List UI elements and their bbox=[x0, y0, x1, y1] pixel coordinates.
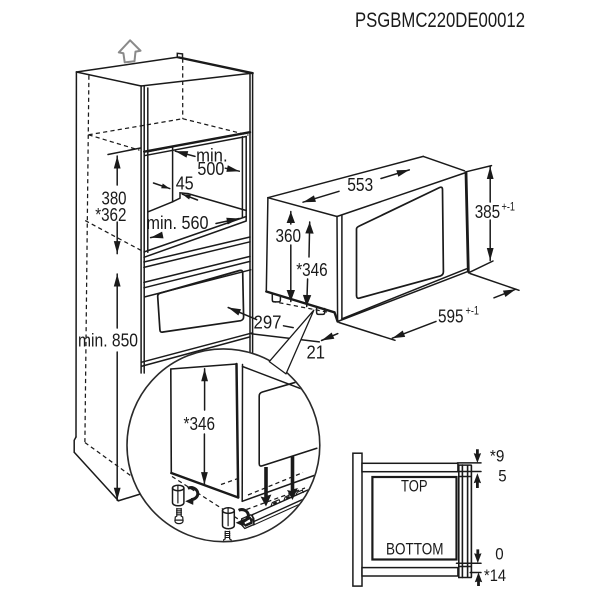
svg-text:5: 5 bbox=[498, 467, 506, 486]
svg-text:380: 380 bbox=[102, 189, 127, 209]
svg-text:595: 595 bbox=[438, 307, 464, 327]
svg-text:*9: *9 bbox=[490, 447, 505, 466]
svg-text:BOTTOM: BOTTOM bbox=[386, 541, 444, 559]
svg-text:360: 360 bbox=[276, 226, 302, 246]
svg-text:385: 385 bbox=[475, 202, 501, 222]
svg-text:*346: *346 bbox=[296, 260, 328, 280]
svg-text:500: 500 bbox=[197, 159, 224, 179]
svg-text:21: 21 bbox=[307, 343, 326, 363]
svg-text:min. 850: min. 850 bbox=[78, 331, 138, 351]
svg-text:45: 45 bbox=[176, 173, 194, 193]
svg-text:*346: *346 bbox=[184, 414, 216, 434]
svg-text:297: 297 bbox=[254, 313, 282, 333]
svg-text:+-1: +-1 bbox=[466, 306, 480, 318]
svg-text:min.: min. bbox=[196, 146, 228, 166]
svg-text:min. 560: min. 560 bbox=[147, 213, 209, 233]
svg-text:TOP: TOP bbox=[401, 478, 428, 496]
svg-text:*14: *14 bbox=[484, 566, 506, 585]
svg-text:PSGBMC220DE00012: PSGBMC220DE00012 bbox=[355, 8, 525, 32]
svg-text:553: 553 bbox=[347, 175, 373, 195]
svg-text:*362: *362 bbox=[95, 205, 126, 225]
svg-text:+-1: +-1 bbox=[502, 202, 516, 214]
svg-text:0: 0 bbox=[495, 545, 503, 564]
